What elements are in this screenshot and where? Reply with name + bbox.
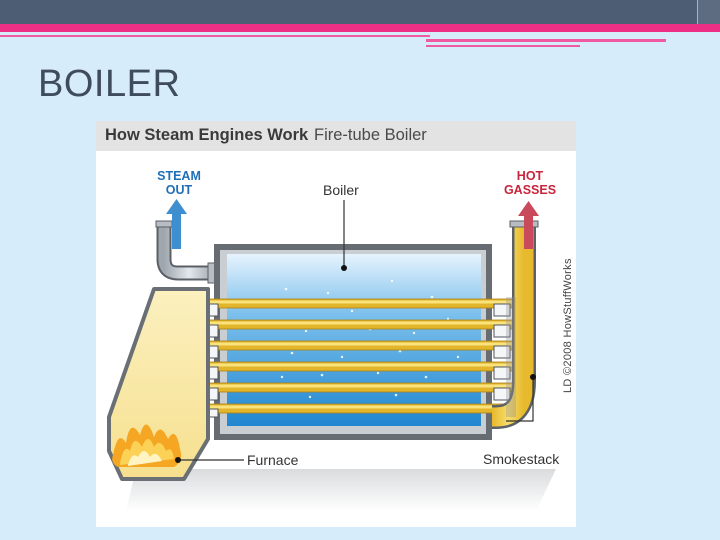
diagram-subtitle: Fire-tube Boiler bbox=[314, 126, 427, 144]
fire-tube bbox=[199, 319, 521, 330]
steam-out-pipe bbox=[155, 220, 217, 284]
callout-lines bbox=[178, 200, 534, 461]
callout-dots bbox=[175, 265, 536, 463]
diagram-title: How Steam Engines Work bbox=[105, 126, 309, 144]
fire-tube bbox=[199, 340, 521, 351]
fire-tube bbox=[199, 403, 521, 414]
fire-tube bbox=[199, 298, 521, 309]
slide-accent-line bbox=[426, 39, 666, 42]
diagram-header: How Steam Engines Work Fire-tube Boiler bbox=[96, 121, 576, 151]
hot-gasses-label-line1: HOT bbox=[516, 169, 544, 183]
slide-title: BOILER bbox=[38, 63, 181, 105]
fire-tube bbox=[199, 382, 521, 393]
slide-top-bar bbox=[0, 0, 720, 24]
steam-out-label: STEAM OUT bbox=[155, 169, 203, 197]
tube-header bbox=[506, 297, 516, 417]
hot-gasses-label: HOT GASSES bbox=[502, 169, 558, 197]
slide-top-bar-tab bbox=[697, 0, 720, 24]
flame-icon bbox=[112, 424, 182, 467]
slide-accent-band bbox=[0, 24, 720, 32]
boiler-illustration bbox=[107, 199, 556, 511]
boiler-label: Boiler bbox=[323, 182, 359, 198]
steam-out-label-line2: OUT bbox=[165, 183, 193, 197]
fire-tubes bbox=[199, 298, 521, 414]
tube-flanges-right bbox=[493, 303, 511, 401]
slide-accent-line bbox=[426, 45, 580, 47]
hot-gasses-label-line2: GASSES bbox=[503, 183, 557, 197]
steam-bubbles bbox=[266, 279, 460, 413]
steam-out-arrow bbox=[166, 199, 187, 249]
smokestack-label: Smokestack bbox=[483, 451, 560, 467]
floor-shadow bbox=[126, 469, 556, 511]
boiler-water bbox=[227, 254, 481, 426]
fire-tube bbox=[199, 361, 521, 372]
hot-gasses-arrow bbox=[518, 201, 539, 249]
slide-accent-line bbox=[0, 35, 430, 37]
steam-out-label-line1: STEAM bbox=[157, 169, 201, 183]
fire-tube-boiler-diagram: How Steam Engines Work Fire-tube Boiler bbox=[96, 121, 576, 527]
copyright-credit: LD ©2008 HowStuffWorks bbox=[562, 258, 574, 393]
furnace-label: Furnace bbox=[247, 452, 299, 468]
